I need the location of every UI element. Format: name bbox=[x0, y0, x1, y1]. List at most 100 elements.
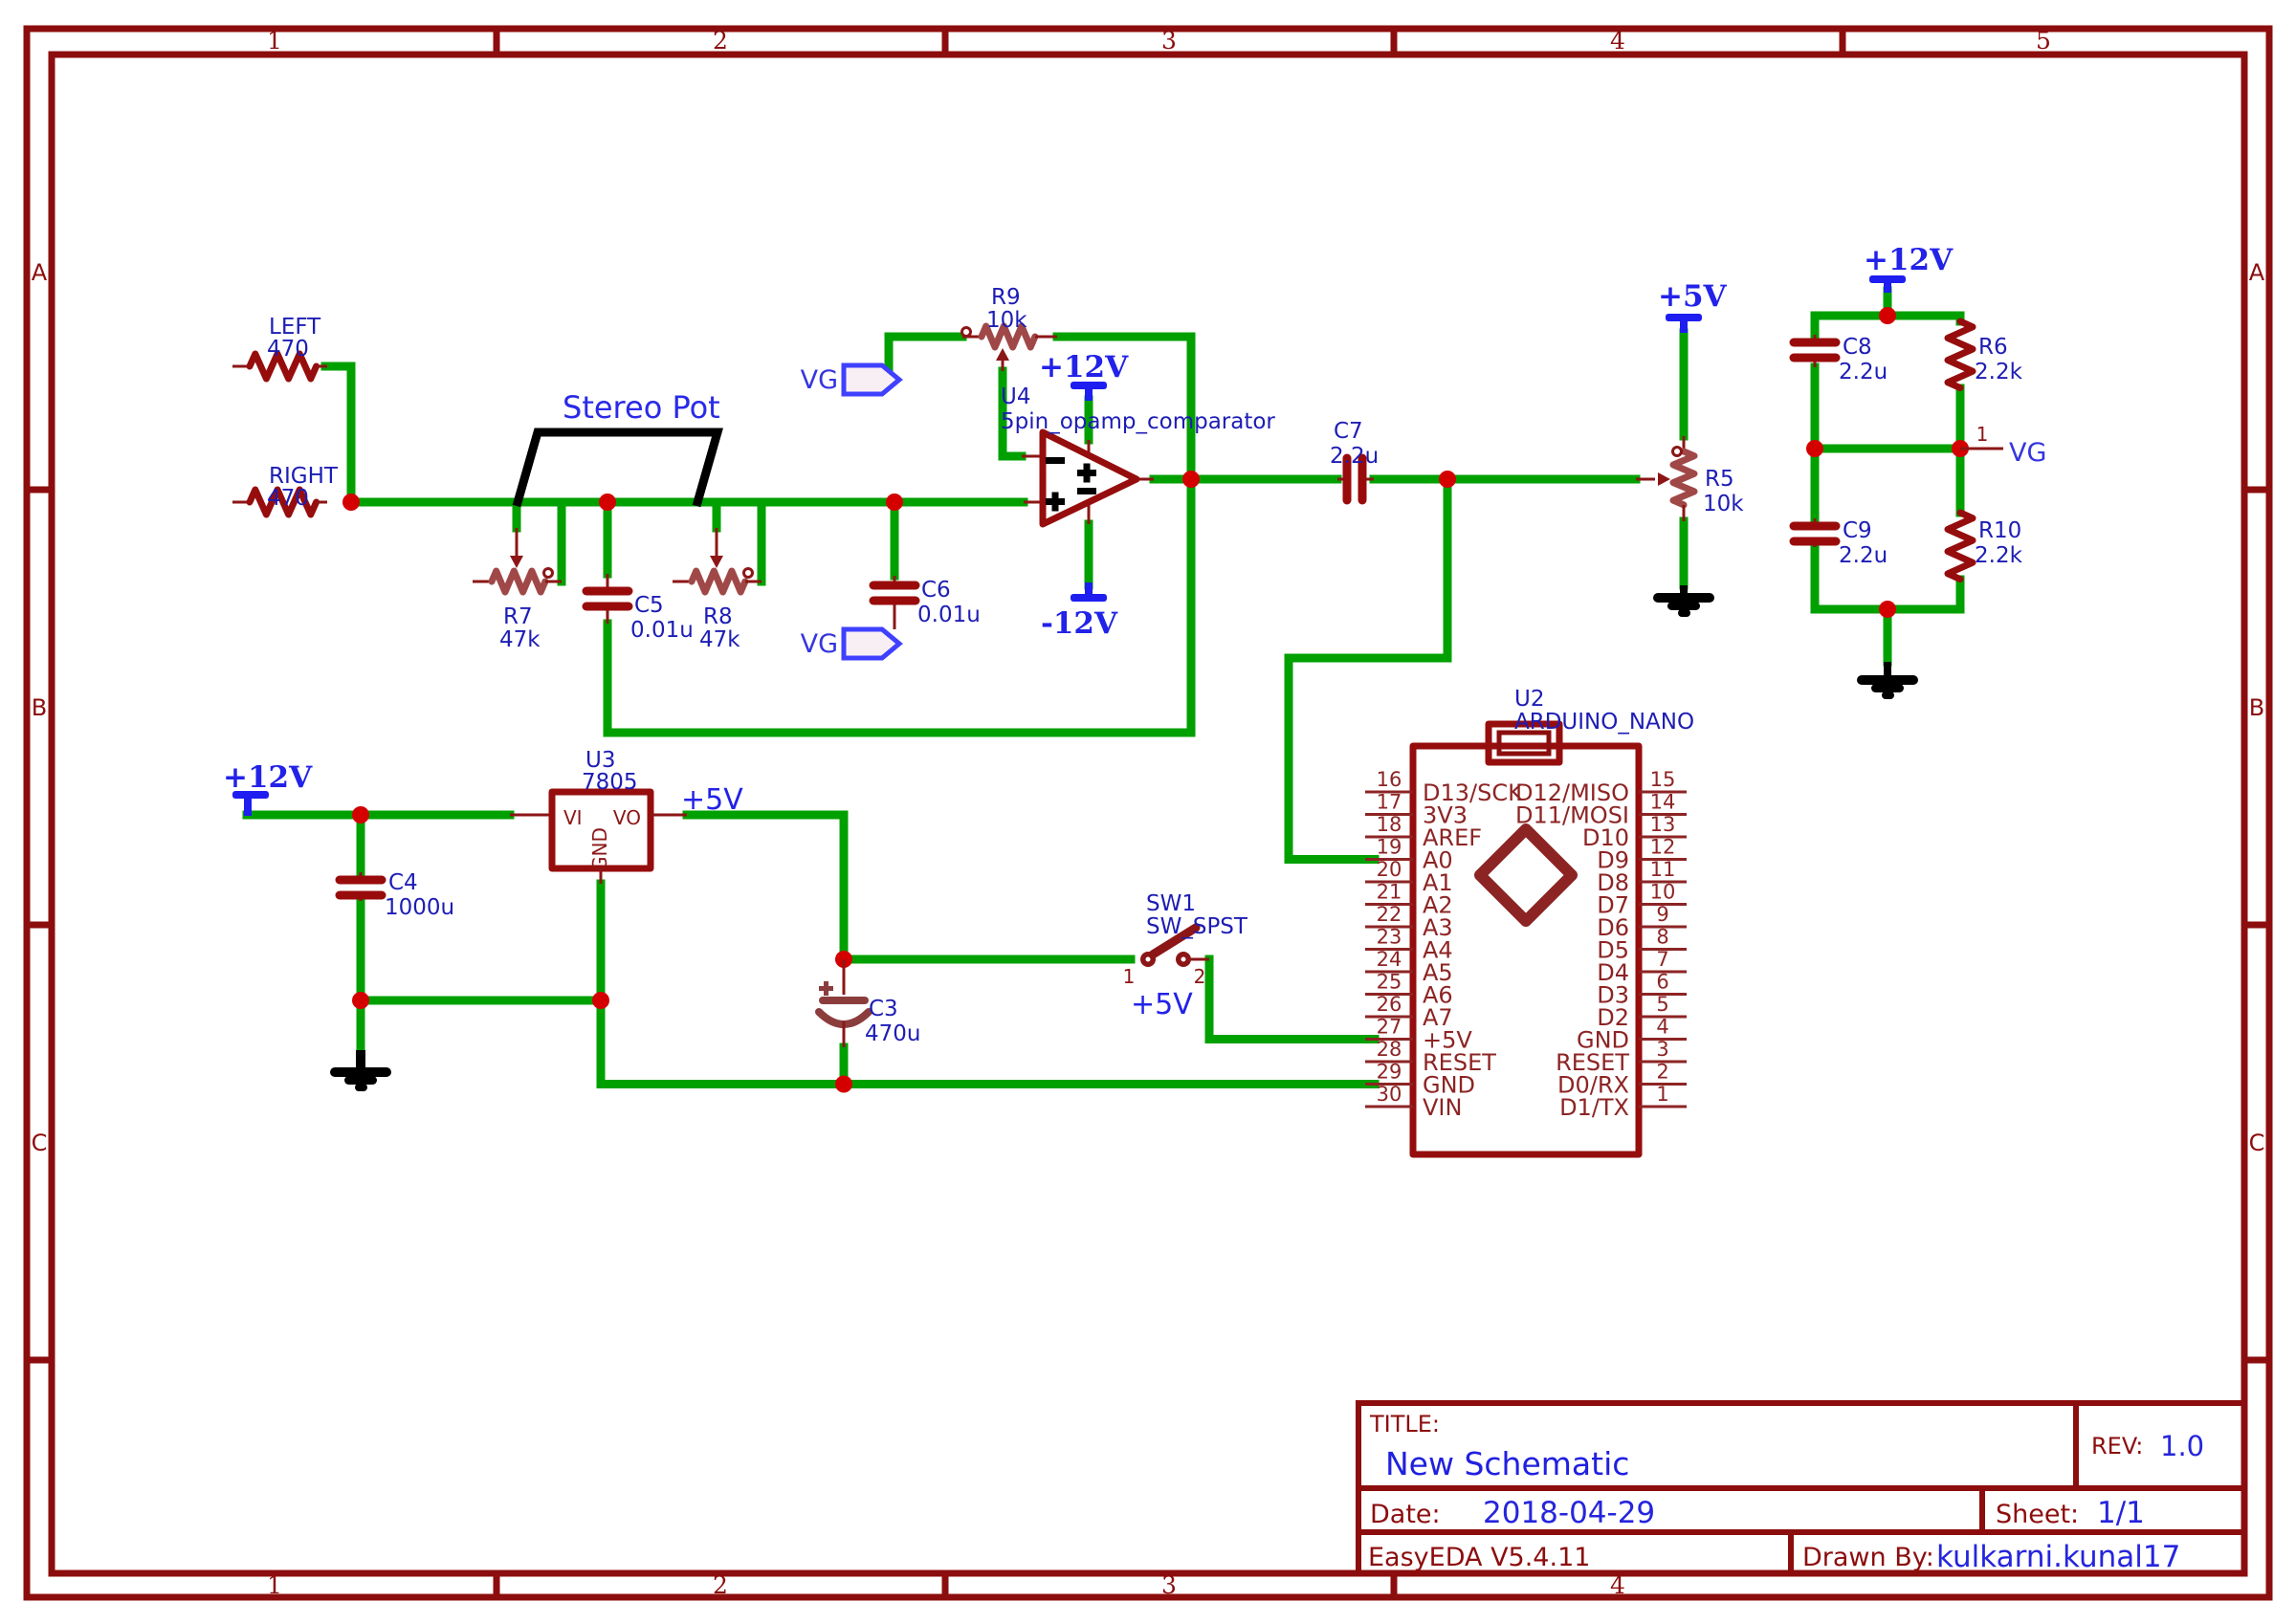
arduino-pin-name: RESET bbox=[1423, 1049, 1496, 1076]
powerflag-plus5v-r5[interactable]: +5V bbox=[1658, 279, 1728, 333]
potentiometer-r9[interactable]: R9 10k bbox=[960, 285, 1058, 371]
arduino-pin-name: A6 bbox=[1423, 982, 1453, 1009]
arduino-pin-name: D11/MOSI bbox=[1515, 802, 1629, 829]
opamp-plus-icon bbox=[1077, 463, 1096, 483]
rev-label: REV: bbox=[2091, 1433, 2143, 1459]
powerflag-plus12v-opamp[interactable]: +12V bbox=[1039, 350, 1129, 401]
component-value: 2.2u bbox=[1839, 360, 1888, 384]
capacitor-c6[interactable]: C6 0.01u bbox=[869, 576, 981, 629]
opamp-noninverting-icon bbox=[1046, 492, 1065, 512]
stereo-pot-bracket: Stereo Pot bbox=[512, 389, 723, 508]
opamp-minus-icon bbox=[1077, 488, 1096, 494]
capacitor-c8[interactable]: C8 2.2u bbox=[1789, 335, 1888, 384]
component-value: 1000u bbox=[385, 895, 454, 920]
component-ref: C6 bbox=[921, 578, 951, 603]
arduino-pin-number: 30 bbox=[1377, 1083, 1402, 1106]
component-value: 5pin_opamp_comparator bbox=[1001, 409, 1275, 434]
arduino-pin-number: 5 bbox=[1656, 993, 1668, 1016]
frame-row-letter: A bbox=[32, 259, 48, 286]
regulator-u3[interactable]: VI VO GND U3 7805 bbox=[510, 748, 687, 884]
component-ref: R10 bbox=[1978, 518, 2021, 543]
opamp-u4[interactable]: U4 5pin_opamp_comparator bbox=[1001, 384, 1275, 528]
arduino-pin-number: 15 bbox=[1650, 768, 1676, 791]
usb-connector-icon bbox=[1485, 720, 1563, 766]
component-ref: U4 bbox=[1001, 384, 1030, 409]
powerflag-plus12v-supply[interactable]: +12V bbox=[223, 760, 313, 816]
resistor-r10[interactable]: R10 2.2k bbox=[1944, 509, 2023, 583]
capacitor-c3[interactable]: C3 470u bbox=[815, 959, 920, 1047]
net-pin-number: 1 bbox=[1976, 423, 1989, 446]
component-ref: C7 bbox=[1334, 419, 1363, 444]
arduino-pin-number: 2 bbox=[1656, 1061, 1668, 1084]
arduino-pin-name: D9 bbox=[1597, 847, 1629, 874]
arduino-pin-name: D8 bbox=[1597, 869, 1629, 896]
arduino-pin-number: 1 bbox=[1656, 1083, 1668, 1106]
frame-col-number: 3 bbox=[1161, 27, 1177, 55]
mcu-chip-icon bbox=[1474, 823, 1578, 927]
powerflag-minus12v-opamp[interactable]: -12V bbox=[1041, 582, 1118, 641]
component-ref: RIGHT bbox=[269, 464, 339, 489]
component-ref: U3 bbox=[585, 748, 615, 773]
arduino-pin-number: 22 bbox=[1377, 903, 1402, 926]
capacitor-c4[interactable]: C4 1000u bbox=[335, 870, 454, 920]
netflag-vg-r9[interactable]: VG bbox=[801, 362, 903, 397]
arduino-pin-number: 24 bbox=[1377, 948, 1402, 971]
capacitor-c5[interactable]: C5 0.01u bbox=[582, 574, 694, 643]
arduino-pin-number: 16 bbox=[1377, 768, 1402, 791]
arduino-pin-number: 21 bbox=[1377, 881, 1402, 904]
arduino-pin-name: D12/MISO bbox=[1515, 779, 1629, 806]
arduino-pin-number: 19 bbox=[1377, 836, 1402, 859]
component-value: ARDUINO_NANO bbox=[1514, 710, 1694, 735]
component-ref: C4 bbox=[388, 870, 418, 895]
potentiometer-r5[interactable]: R5 10k bbox=[1636, 436, 1744, 521]
rev-value: 1.0 bbox=[2160, 1430, 2204, 1462]
switch-pin-number: 1 bbox=[1123, 965, 1136, 988]
component-ref: LEFT bbox=[269, 315, 321, 340]
power-label: +12V bbox=[1864, 243, 1954, 277]
component-value: 470u bbox=[865, 1021, 920, 1046]
power-label: +12V bbox=[223, 760, 313, 795]
frame-col-number: 2 bbox=[713, 1571, 728, 1599]
capacitor-c7[interactable]: C7 2.2u bbox=[1330, 419, 1379, 505]
ground-symbol-r5 bbox=[1653, 585, 1714, 617]
arduino-pin-number: 23 bbox=[1377, 926, 1402, 949]
component-ref: C9 bbox=[1843, 518, 1872, 543]
arduino-pin-number: 18 bbox=[1377, 813, 1402, 836]
title-label: TITLE: bbox=[1369, 1411, 1440, 1437]
capacitor-c9[interactable]: C9 2.2u bbox=[1789, 518, 1888, 568]
netflag-vg-divider[interactable]: 1 VG bbox=[1960, 423, 2046, 468]
sheet-label: Sheet: bbox=[1996, 1500, 2079, 1529]
netflag-vg-c6[interactable]: VG bbox=[801, 626, 903, 661]
net-label-plus5v-switch: +5V bbox=[1131, 988, 1193, 1021]
component-value: 470 bbox=[267, 337, 309, 362]
component-value: 2.2k bbox=[1975, 543, 2023, 568]
arduino-pin-name: VIN bbox=[1423, 1094, 1462, 1121]
potentiometer-r7[interactable]: R7 47k bbox=[473, 528, 562, 652]
arduino-pin-name: D10 bbox=[1582, 824, 1629, 851]
arduino-pin-number: 20 bbox=[1377, 858, 1402, 881]
net-label: VG bbox=[801, 629, 838, 659]
component-value: 47k bbox=[499, 627, 541, 652]
potentiometer-r8[interactable]: R8 47k bbox=[673, 528, 762, 652]
component-ref: R5 bbox=[1705, 467, 1734, 492]
resistor-left[interactable]: LEFT 470 bbox=[232, 315, 327, 383]
date-value: 2018-04-29 bbox=[1483, 1496, 1655, 1530]
arduino-pin-name: D3 bbox=[1597, 982, 1629, 1009]
ground-symbol-divider bbox=[1857, 662, 1918, 699]
drawn-by-label: Drawn By: bbox=[1802, 1543, 1934, 1572]
arduino-pin-name: D6 bbox=[1597, 914, 1629, 941]
arduino-pin-number: 4 bbox=[1656, 1016, 1668, 1039]
ground-symbol-c4 bbox=[330, 1050, 391, 1091]
powerflag-plus12v-divider[interactable]: +12V bbox=[1864, 243, 1954, 293]
arduino-pin-name: A2 bbox=[1423, 892, 1453, 919]
component-value: 470 bbox=[267, 486, 309, 511]
resistor-r6[interactable]: R6 2.2k bbox=[1944, 318, 2023, 392]
switch-sw1[interactable]: SW1 SW_SPST 1 2 bbox=[1123, 891, 1248, 988]
resistor-right[interactable]: RIGHT 470 bbox=[232, 464, 339, 518]
component-ref: R9 bbox=[991, 285, 1021, 310]
arduino-pin-name: D1/TX bbox=[1559, 1094, 1629, 1121]
